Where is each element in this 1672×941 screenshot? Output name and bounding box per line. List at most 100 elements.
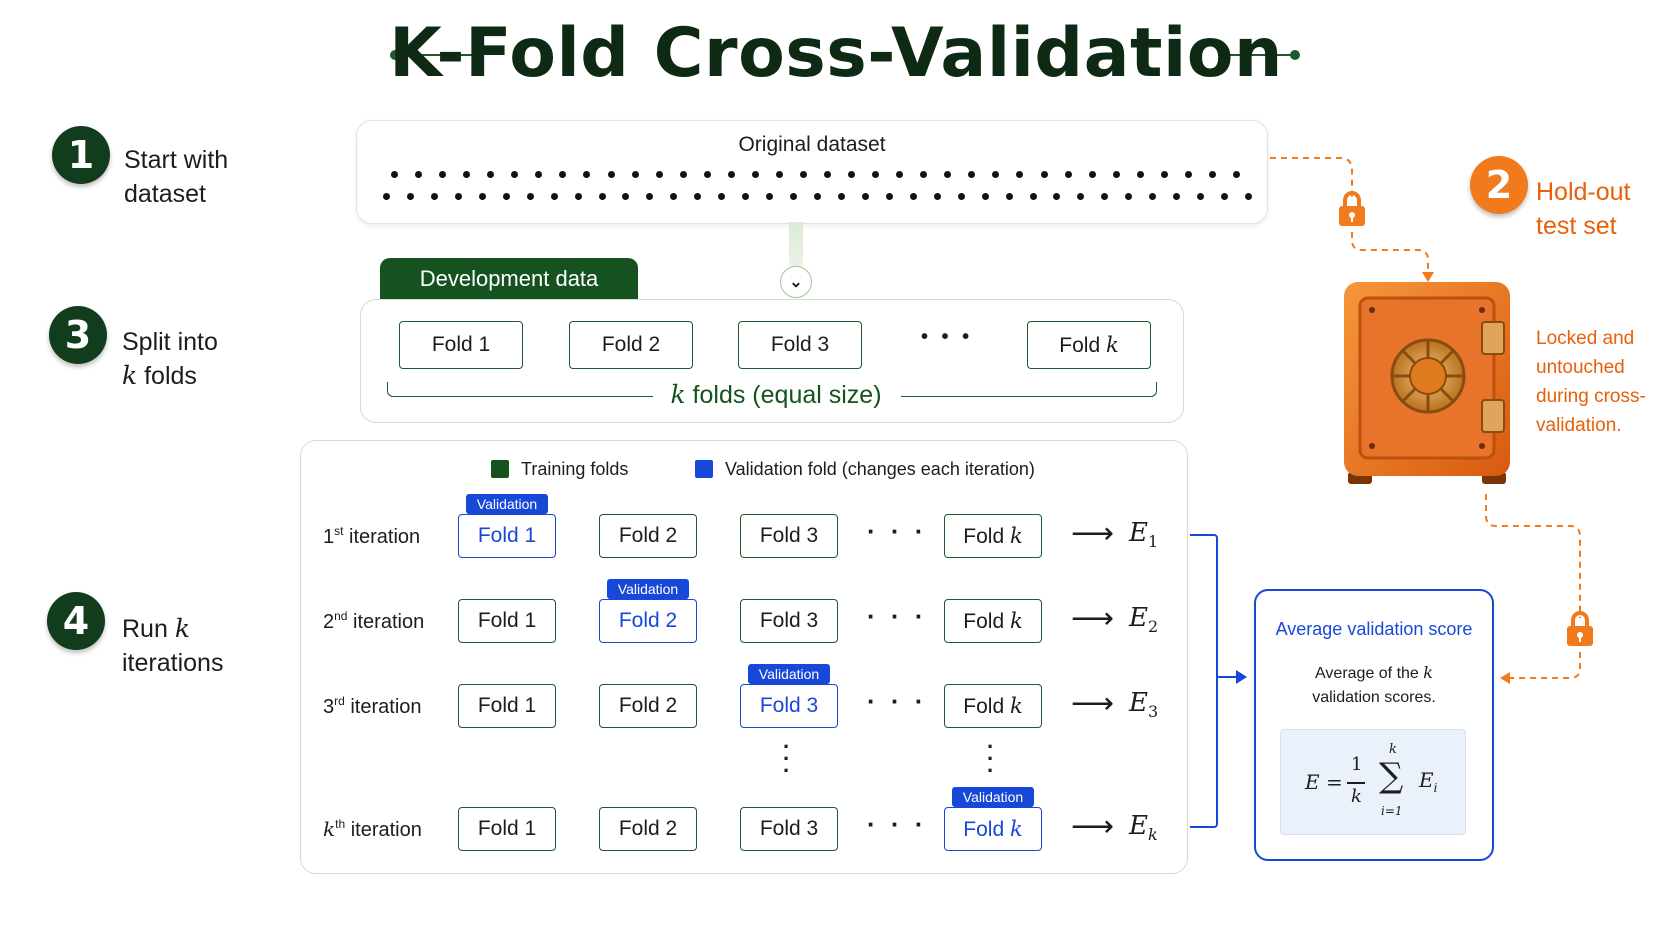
training-fold: Fold 2 [599,807,697,851]
data-point-dot [1005,193,1013,200]
fold-label: Fold k [963,523,1023,548]
validation-fold: Fold 1 [458,514,556,558]
fold-label: Fold 1 [477,524,537,547]
row-ellipsis: · · · [867,686,928,716]
step-number: 2 [1485,163,1513,207]
note-line: validation. [1536,415,1622,436]
data-point-dot [944,171,952,178]
data-point-dot [1040,171,1048,178]
error-letter: E [1129,688,1148,718]
math-var: k [1423,663,1433,682]
math-var: k [1009,816,1023,841]
validation-fold: Fold k [944,807,1042,851]
data-point-dot [1077,193,1085,200]
iteration-number: 2 [323,610,335,633]
training-fold: Fold 2 [599,684,697,728]
error-letter: E [1129,518,1148,548]
brace-left [387,382,653,397]
training-fold: Fold 3 [740,514,838,558]
fold-label: Fold 3 [770,333,830,356]
data-point-dot [909,193,917,200]
iteration-suffix: iteration [347,610,425,633]
sum-bottom: i=1 [1381,804,1403,818]
data-point-dot [1173,193,1181,200]
data-point-dot [607,171,615,178]
data-point-dot [406,193,414,200]
fold-label: Fold 2 [618,817,678,840]
original-dataset-card: Original dataset [356,120,1268,224]
data-point-dot [439,171,447,178]
data-point-dot [463,171,471,178]
note-line: untouched [1536,357,1625,378]
fold-label: Fold 3 [759,817,819,840]
data-point-dot [1221,193,1229,200]
fold-label: Fold 1 [431,333,491,356]
math-var: k [174,614,190,643]
fold-label: Fold 1 [477,694,537,717]
note-line: during cross- [1536,386,1646,407]
data-point-dot [559,171,567,178]
data-point-dot [727,171,735,178]
data-point-dot [1053,193,1061,200]
data-point-dot [454,193,462,200]
iterations-card: Training folds Validation fold (changes … [300,440,1188,874]
arrow-right-icon: ⟶ [1071,687,1115,720]
data-point-dot [885,193,893,200]
average-score-desc: Average of the k validation scores. [1256,661,1492,710]
step-1-label: Start with dataset [124,143,228,211]
row-ellipsis: · · · [867,809,928,839]
sum-top: k [1389,742,1397,757]
data-point-dot [718,193,726,200]
iteration-number: 1 [323,525,335,548]
data-point-dot [896,171,904,178]
data-point-dot [742,193,750,200]
formula-box: E = 1 k k ∑ i=1 Ei [1280,729,1466,835]
chevron-down-icon: ⌄ [780,266,812,298]
step-4-badge: 4 [47,592,105,650]
title-line-right [1218,54,1296,56]
error-estimate: E1 [1129,518,1158,551]
data-point-dot [920,171,928,178]
lock-icon [1566,610,1594,648]
training-fold: Fold k [944,684,1042,728]
fold-label: Fold 2 [618,524,678,547]
data-point-dot [1029,193,1037,200]
iteration-number: 3 [323,695,335,718]
data-point-dot [1149,193,1157,200]
iteration-ordinal: st [334,524,344,538]
data-point-dot [526,193,534,200]
dev-fold: Fold 3 [738,321,862,369]
data-point-dot [583,171,591,178]
step-number: 1 [67,133,95,177]
step-text-line: Run k [122,612,223,646]
iteration-label: 1st iteration [323,524,420,549]
iteration-label: 2nd iteration [323,609,424,634]
desc-text: Average of the [1315,665,1424,682]
sum-symbol: ∑ [1379,756,1404,796]
data-point-dot [1112,171,1120,178]
error-subscript: 1 [1147,532,1159,552]
legend-training-swatch [491,460,509,478]
data-point-dot [861,193,869,200]
training-fold: Fold 1 [458,684,556,728]
error-subscript: 3 [1147,702,1159,722]
data-point-dot [622,193,630,200]
step-number: 4 [62,599,90,643]
fold-label: Fold 3 [759,694,819,717]
data-point-dot [1136,171,1144,178]
legend-training-label: Training folds [521,459,629,479]
average-score-title: Average validation score [1275,619,1473,639]
validation-tag: Validation [466,494,548,514]
math-var: k [122,361,138,390]
fold-label: Fold k [963,608,1023,633]
data-point-dot [1101,193,1109,200]
arrow-right-icon: ⟶ [1071,810,1115,843]
data-point-dot [799,171,807,178]
data-point-dot [511,171,519,178]
training-fold: Fold 3 [740,807,838,851]
safe-icon [1342,278,1512,490]
math-var: k [1009,523,1023,548]
data-point-dot [1160,171,1168,178]
fold-label: Fold 1 [477,609,537,632]
data-point-dot [766,193,774,200]
